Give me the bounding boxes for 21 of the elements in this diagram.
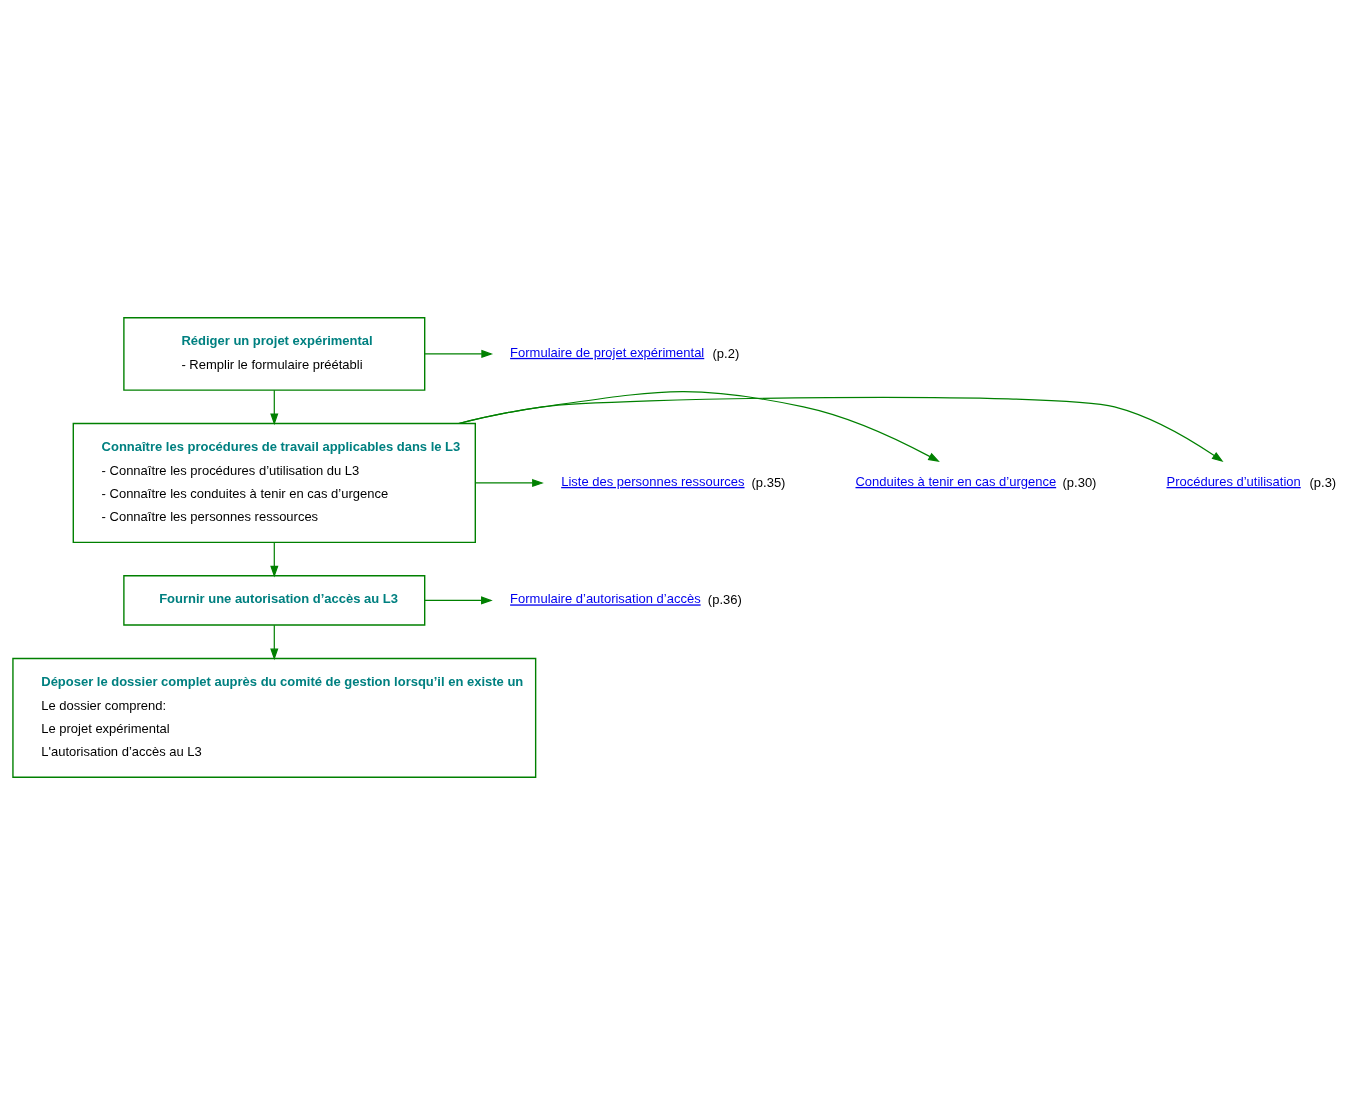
arrow <box>270 624 279 661</box>
node-box: Déposer le dossier complet auprès du comité de gestion lorsqu’il en existe un Le dossier comprend: Le projet expérimental L'autorisation d’accès au L3 <box>12 657 537 778</box>
node-text: Conduites à tenir en cas d’urgence <box>855 473 1057 489</box>
node-label: (p.30) <box>1062 474 1097 490</box>
node-box: Fournir une autorisation d’accès au L3 <box>123 575 426 626</box>
node-text: Procédures d’utilisation <box>1166 473 1301 489</box>
node-text: Formulaire de projet expérimental <box>510 344 705 360</box>
node-box: Connaître les procédures de travail applicables dans le L3 - Connaître les procédures d’utilisation du L3 - Connaître les conduites à tenir en cas d’urgence - Connaître les personnes ressources <box>72 422 476 544</box>
arrow <box>424 596 493 605</box>
arrow <box>270 389 279 426</box>
node-box: Rédiger un projet expérimental - Remplir le formulaire préétabli <box>123 317 426 391</box>
arrow <box>458 391 940 462</box>
arrow <box>424 349 494 359</box>
node-label: (p.35) <box>751 474 786 490</box>
arrow <box>474 478 544 488</box>
node-label: (p.2) <box>712 345 740 361</box>
node-label: (p.3) <box>1309 474 1337 490</box>
node-label: (p.36) <box>707 592 742 608</box>
node-text: Formulaire d’autorisation d’accès <box>510 591 701 607</box>
arrow <box>270 542 279 578</box>
node-text: Liste des personnes ressources <box>561 473 745 489</box>
